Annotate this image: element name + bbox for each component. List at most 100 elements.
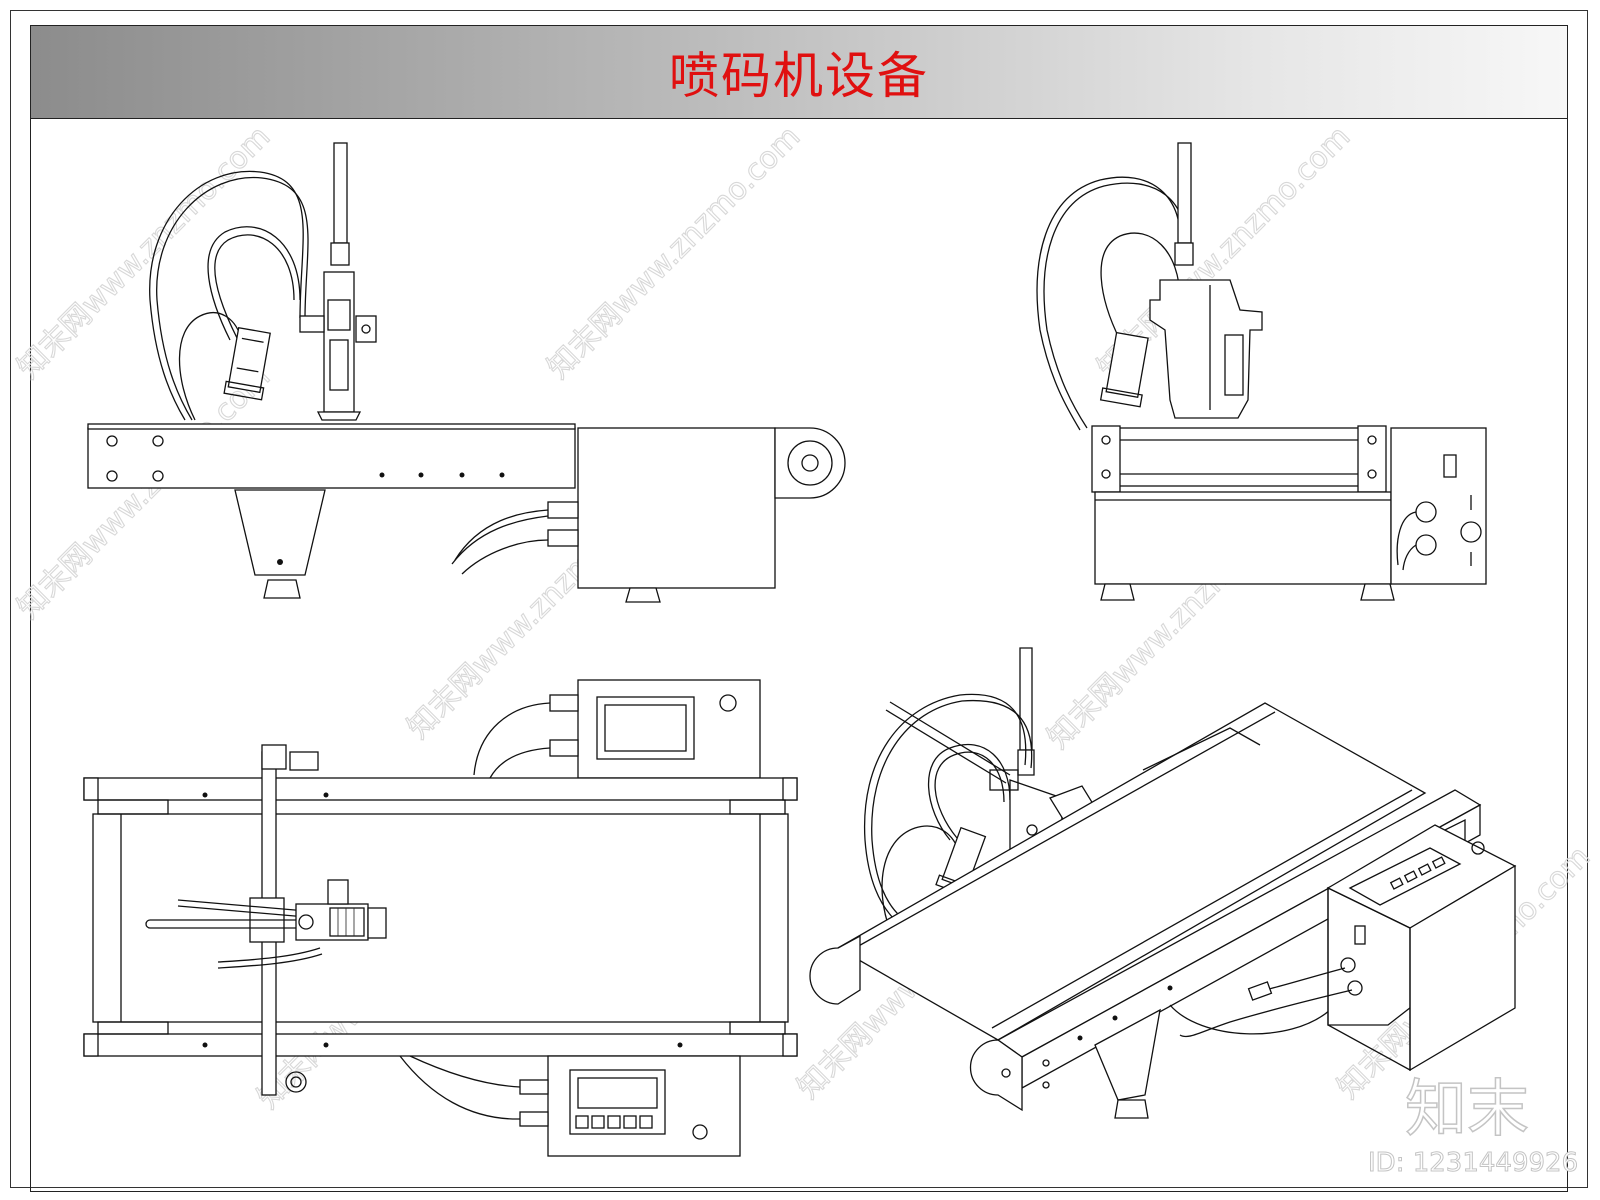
- control-box-panel: [1327, 886, 1411, 1072]
- foot: [263, 579, 301, 599]
- cable-connector: [519, 1079, 549, 1095]
- cable: [1100, 232, 1181, 341]
- cable: [214, 234, 295, 339]
- head-hole: [1026, 824, 1038, 836]
- rail-hole: [202, 792, 208, 798]
- end-roller: [787, 440, 833, 486]
- rail-hole: [323, 792, 329, 798]
- end-roller-housing: [774, 427, 846, 499]
- foot: [1114, 1099, 1149, 1119]
- cable-connector: [549, 739, 579, 757]
- power-switch: [1443, 454, 1457, 478]
- stand-hole: [277, 559, 283, 565]
- conveyor-belt: [92, 813, 789, 1023]
- print-head-housing: [1149, 279, 1263, 419]
- end-roller-front: [969, 1039, 1023, 1112]
- mast-connector: [330, 242, 350, 266]
- watermark-id: ID: 1231449926: [1367, 1148, 1579, 1179]
- rail-hole: [1112, 1015, 1118, 1021]
- print-head: [323, 271, 355, 413]
- roller-bolt: [1042, 1081, 1050, 1089]
- roller-bolt: [1042, 1059, 1050, 1067]
- print-head-detail: [329, 339, 349, 391]
- keypad-button: [623, 1115, 637, 1129]
- rail-hole: [1167, 985, 1173, 991]
- belt-edge: [991, 789, 1413, 1029]
- keypad-button: [1431, 856, 1446, 869]
- frame-bolt: [106, 470, 118, 482]
- arm-rod: [889, 701, 1011, 776]
- conveyor-rail: [83, 1033, 798, 1057]
- watermark-text: 知末网www.znzmo.com: [541, 119, 807, 385]
- print-head-detail: [327, 299, 351, 331]
- frame-bolt: [152, 435, 164, 447]
- frame-hole: [499, 472, 505, 478]
- rail-end-block: [83, 777, 99, 801]
- cable-port: [1340, 957, 1356, 973]
- side-plate: [1091, 425, 1121, 493]
- sensor: [1099, 331, 1149, 408]
- stand-leg: [1094, 1008, 1161, 1101]
- cable: [217, 947, 321, 963]
- keypad-button: [607, 1115, 621, 1129]
- cable: [1036, 176, 1182, 431]
- cable: [207, 226, 301, 341]
- conveyor-frame: [87, 427, 576, 489]
- display-screen: [596, 696, 695, 760]
- end-view: [1036, 142, 1487, 601]
- cable: [863, 693, 1027, 921]
- foot: [1360, 583, 1395, 601]
- cable: [881, 825, 959, 931]
- housing-detail: [1224, 334, 1244, 396]
- head-nut: [298, 914, 314, 930]
- conveyor-belt: [836, 702, 1427, 1041]
- end-roller: [809, 934, 861, 1005]
- rail-bracket: [97, 799, 169, 815]
- cable: [454, 509, 549, 561]
- keypad-button: [591, 1115, 605, 1129]
- display-panel: [1348, 847, 1462, 906]
- belt-edge: [854, 711, 1276, 949]
- foot: [1100, 583, 1135, 601]
- cable: [461, 539, 549, 575]
- rail-bracket: [729, 799, 786, 815]
- plate-bolt: [1101, 469, 1111, 479]
- display-window: [577, 1077, 658, 1109]
- cable: [409, 1055, 521, 1088]
- cable: [149, 170, 304, 421]
- keypad-button: [575, 1115, 589, 1129]
- head-clamp: [989, 769, 1019, 791]
- rail-bracket: [97, 1021, 169, 1035]
- cable-connector: [547, 529, 579, 547]
- inner-border: [30, 25, 1568, 1192]
- display-panel: [569, 1069, 666, 1135]
- outer-border: [10, 10, 1588, 1188]
- sensor-top: [290, 1076, 302, 1088]
- frame-hole: [379, 472, 385, 478]
- print-head-bracket: [299, 315, 325, 333]
- control-box-top: [577, 679, 761, 779]
- rail-hole: [677, 1042, 683, 1048]
- frame-bolt: [152, 470, 164, 482]
- support-mast: [1177, 142, 1192, 244]
- bar-clamp: [261, 744, 287, 770]
- bar-clamp: [289, 751, 319, 771]
- machine-base: [1094, 491, 1392, 585]
- cable: [1396, 511, 1417, 566]
- print-head-nozzle: [367, 907, 387, 939]
- control-knob: [719, 694, 737, 712]
- cable: [399, 1055, 521, 1120]
- cable-connector: [549, 694, 579, 712]
- cable: [927, 743, 1011, 841]
- rail-hole: [1077, 1035, 1083, 1041]
- frame-hole: [418, 472, 424, 478]
- isometric-view: [809, 647, 1517, 1119]
- display-screen-inner: [604, 704, 687, 752]
- cable: [1179, 989, 1353, 1038]
- knob-hole: [361, 324, 371, 334]
- base-arc: [1169, 1004, 1331, 1035]
- rail-end-block: [83, 1033, 99, 1057]
- conveyor-rail: [83, 777, 798, 801]
- conveyor-belt-top: [87, 423, 576, 430]
- rail-hole: [323, 1042, 329, 1048]
